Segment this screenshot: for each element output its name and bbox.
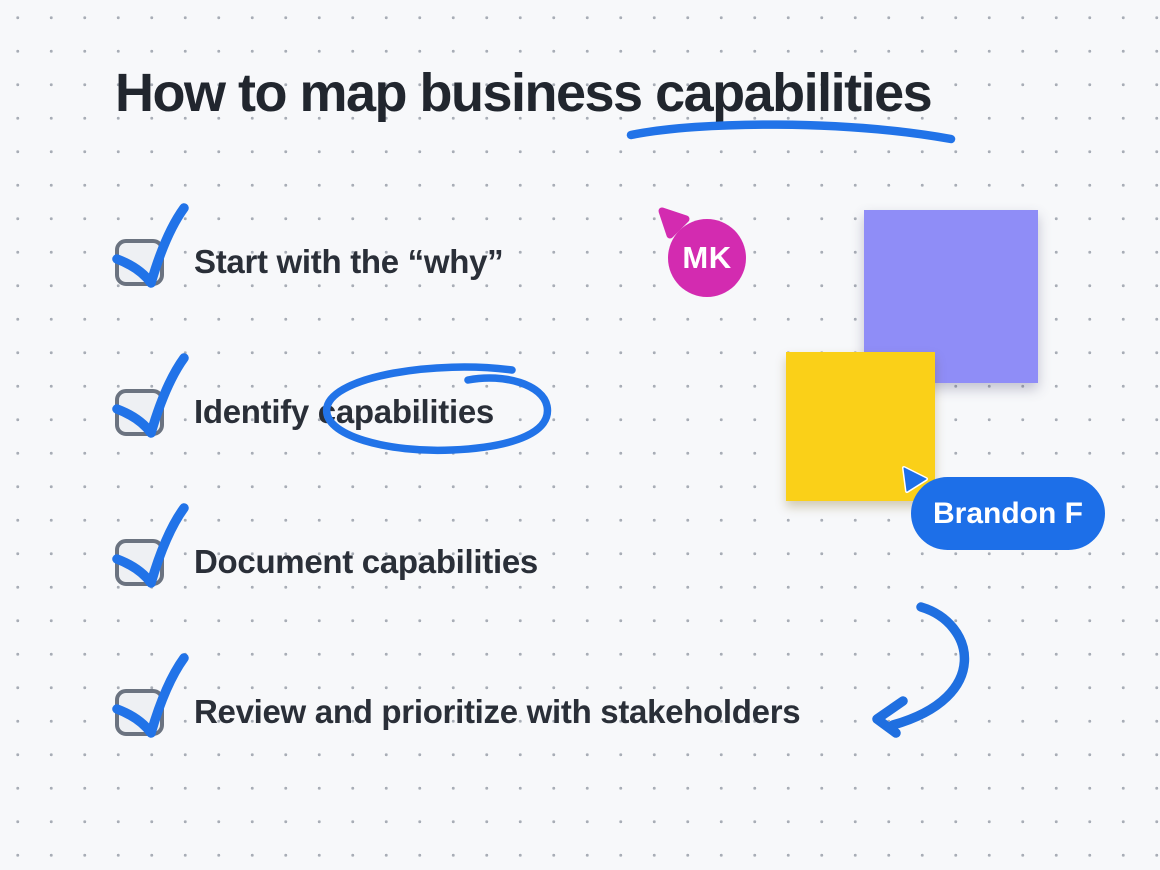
checkbox-checked[interactable] [115, 688, 164, 736]
checklist-item-label[interactable]: Start with the “why” [194, 243, 504, 280]
collaborator-label-brandon: Brandon F [911, 477, 1105, 550]
checkbox-checked[interactable] [115, 388, 164, 436]
avatar-initials: MK [682, 240, 732, 275]
checklist-item: Identify capabilities [115, 388, 494, 436]
sticky-note-yellow[interactable] [786, 352, 935, 501]
page-title[interactable]: How to map business capabilities [115, 63, 933, 123]
checklist-item: Review and prioritize with stakeholders [115, 688, 801, 736]
checklist-item-label[interactable]: Identify capabilities [194, 393, 494, 430]
collaborator-name: Brandon F [933, 496, 1083, 530]
checklist-item-label[interactable]: Document capabilities [194, 543, 538, 580]
checklist-item: Start with the “why” [115, 238, 504, 286]
checklist-item-label[interactable]: Review and prioritize with stakeholders [194, 693, 801, 730]
collaborator-avatar-mk: MK [668, 219, 746, 297]
title-underline-stroke [626, 120, 956, 144]
checkbox-checked[interactable] [115, 238, 164, 286]
arrowhead-icon [872, 696, 908, 738]
checkbox-checked[interactable] [115, 538, 164, 586]
curved-arrow-stroke [888, 602, 970, 730]
checklist-item: Document capabilities [115, 538, 538, 586]
